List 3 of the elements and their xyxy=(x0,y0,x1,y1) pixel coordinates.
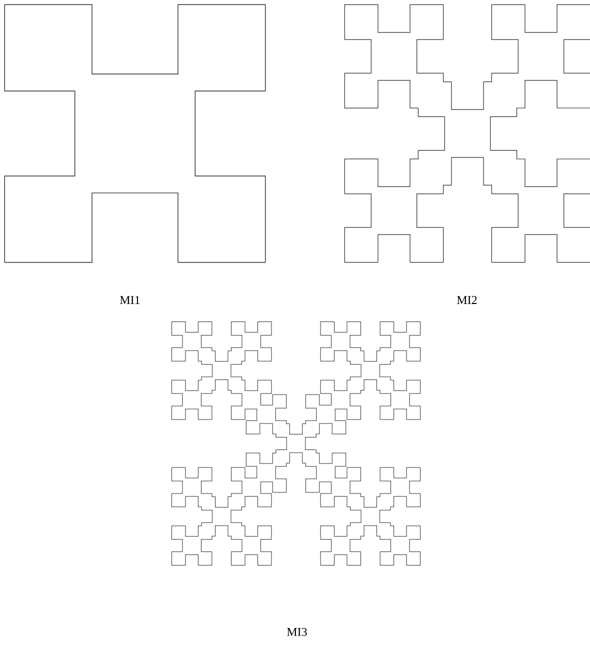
figure-label: MI3 xyxy=(287,628,307,636)
figure-label: MI1 xyxy=(120,296,140,304)
figure-label: MI2 xyxy=(457,296,477,304)
